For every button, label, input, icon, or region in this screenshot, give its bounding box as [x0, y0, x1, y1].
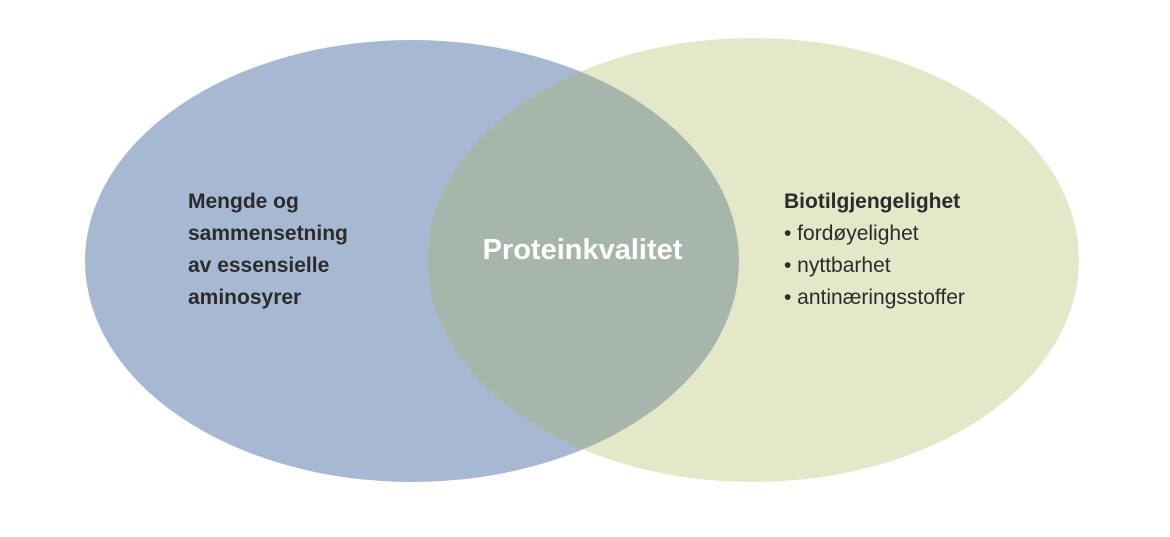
left-line: sammensetning	[188, 222, 348, 245]
left-line: aminosyrer	[188, 286, 302, 309]
right-circle-label: Biotilgjengelighet • fordøyelighet • nyt…	[784, 186, 965, 314]
intersection-area	[427, 40, 739, 482]
intersection-label: Proteinkvalitet	[482, 234, 683, 266]
left-line: av essensielle	[188, 254, 330, 277]
left-line: Mengde og	[188, 190, 299, 213]
right-bullet: • antinæringsstoffer	[784, 286, 965, 309]
right-bullet: • fordøyelighet	[784, 222, 919, 245]
right-heading: Biotilgjengelighet	[784, 190, 961, 213]
right-bullet: • nyttbarhet	[784, 254, 891, 277]
left-circle-label: Mengde og sammensetning av essensielle a…	[188, 186, 348, 314]
